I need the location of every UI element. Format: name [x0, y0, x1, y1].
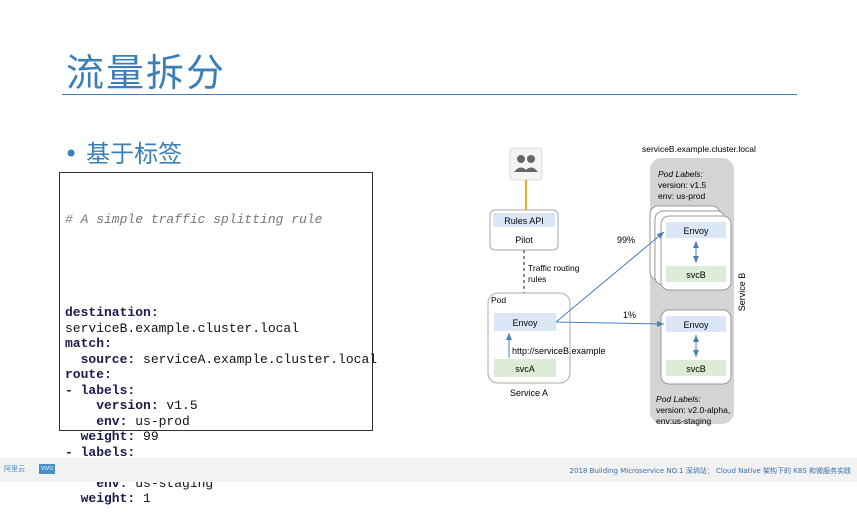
traffic-routing-label-1: Traffic routing [528, 263, 580, 273]
code-key: destination: [65, 305, 159, 320]
code-key: - labels: [65, 444, 136, 460]
code-line: route: [65, 367, 372, 383]
svcb2-box [666, 360, 726, 376]
bottom-pod-labels-env: env:us-staging [656, 416, 712, 426]
route-99-arrow [555, 231, 665, 323]
bullet-text: 基于标签 [86, 140, 183, 168]
service-a-label: Service A [510, 388, 548, 398]
svcb1-box [666, 266, 726, 282]
bottom-pod-labels-title: Pod Labels: [656, 394, 702, 404]
users-icon [509, 147, 543, 181]
service-b-host-label: serviceB.example.cluster.local [642, 144, 756, 154]
title-divider [62, 94, 797, 95]
code-line: weight: 99 [65, 429, 372, 445]
code-value: 1 [135, 491, 151, 506]
pilot-label: Pilot [515, 235, 533, 245]
top-pod-labels-title: Pod Labels: [658, 169, 704, 179]
top-pod-labels-env: env: us-prod [658, 191, 706, 201]
code-key: source: [65, 351, 136, 367]
pct-99-label: 99% [617, 235, 635, 245]
code-line: - labels: [65, 383, 372, 399]
code-line: source: serviceA.example.cluster.local [65, 351, 377, 368]
code-key: match: [65, 336, 112, 351]
envoy-a-box [494, 313, 556, 331]
pod-label: Pod [491, 295, 506, 305]
svcb2-label: svcB [686, 364, 706, 374]
architecture-diagram: Rules API Pilot Traffic routing rules Po… [487, 144, 756, 426]
code-value: serviceA.example.cluster.local [135, 351, 378, 367]
code-line: destination: [65, 305, 372, 321]
footer-badge: VIVO [39, 464, 55, 474]
code-line: version: v1.5 [65, 398, 372, 414]
traffic-routing-label-2: rules [528, 274, 546, 284]
code-value: 99 [135, 429, 159, 444]
code-key: version: [65, 398, 159, 413]
footer-bar: 阿里云 VIVO 2018 Building Microservice NO.1… [0, 458, 857, 482]
route-1-arrow [555, 320, 665, 327]
envoy-a-label: Envoy [512, 318, 538, 328]
footer-text: 2018 Building Microservice NO.1 深圳站： Clo… [569, 467, 851, 475]
pod-v2-0-alpha: Envoy svcB [660, 309, 732, 385]
code-key: route: [65, 367, 112, 382]
request-url-label: http://serviceB.example [512, 346, 606, 356]
code-key: - labels: [65, 382, 136, 398]
rules-api-label: Rules API [504, 216, 544, 226]
code-key: weight: [65, 429, 136, 444]
code-line: env: us-prod [65, 414, 372, 430]
code-line: serviceB.example.cluster.local [65, 321, 372, 337]
code-value: us-prod [127, 413, 190, 429]
svca-label: svcA [515, 364, 535, 374]
code-line: match: [65, 336, 372, 352]
envoy-b1-label: Envoy [683, 226, 709, 236]
code-comment: # A simple traffic splitting rule [65, 212, 323, 227]
svcb1-label: svcB [686, 270, 706, 280]
bottom-pod-labels-version: version: v2.0-alpha, [656, 405, 730, 415]
pct-1-label: 1% [623, 310, 636, 320]
code-value: serviceB.example.cluster.local [65, 320, 300, 336]
envoy-b1-box [666, 222, 726, 238]
bullet-dot: • [64, 140, 79, 168]
code-key: env: [65, 413, 128, 429]
top-pod-labels-version: version: v1.5 [658, 180, 706, 190]
envoy-b2-label: Envoy [683, 320, 709, 330]
bullet-heading: •基于标签 [64, 134, 182, 169]
code-line: weight: 1 [65, 491, 372, 507]
code-key: weight: [65, 491, 136, 506]
footer-logo: 阿里云 [4, 466, 25, 473]
code-value: v1.5 [158, 398, 198, 413]
service-b-label: Service B [737, 273, 747, 312]
envoy-b2-box [666, 316, 726, 332]
pilot-box: Rules API Pilot [489, 209, 559, 251]
slide-title: 流量拆分 [66, 51, 227, 95]
code-line: - labels: [65, 445, 372, 461]
pod-v1-5: Envoy svcB [660, 215, 732, 291]
service-a-pod: Pod Envoy svcA [487, 292, 571, 384]
svca-box [494, 359, 556, 377]
